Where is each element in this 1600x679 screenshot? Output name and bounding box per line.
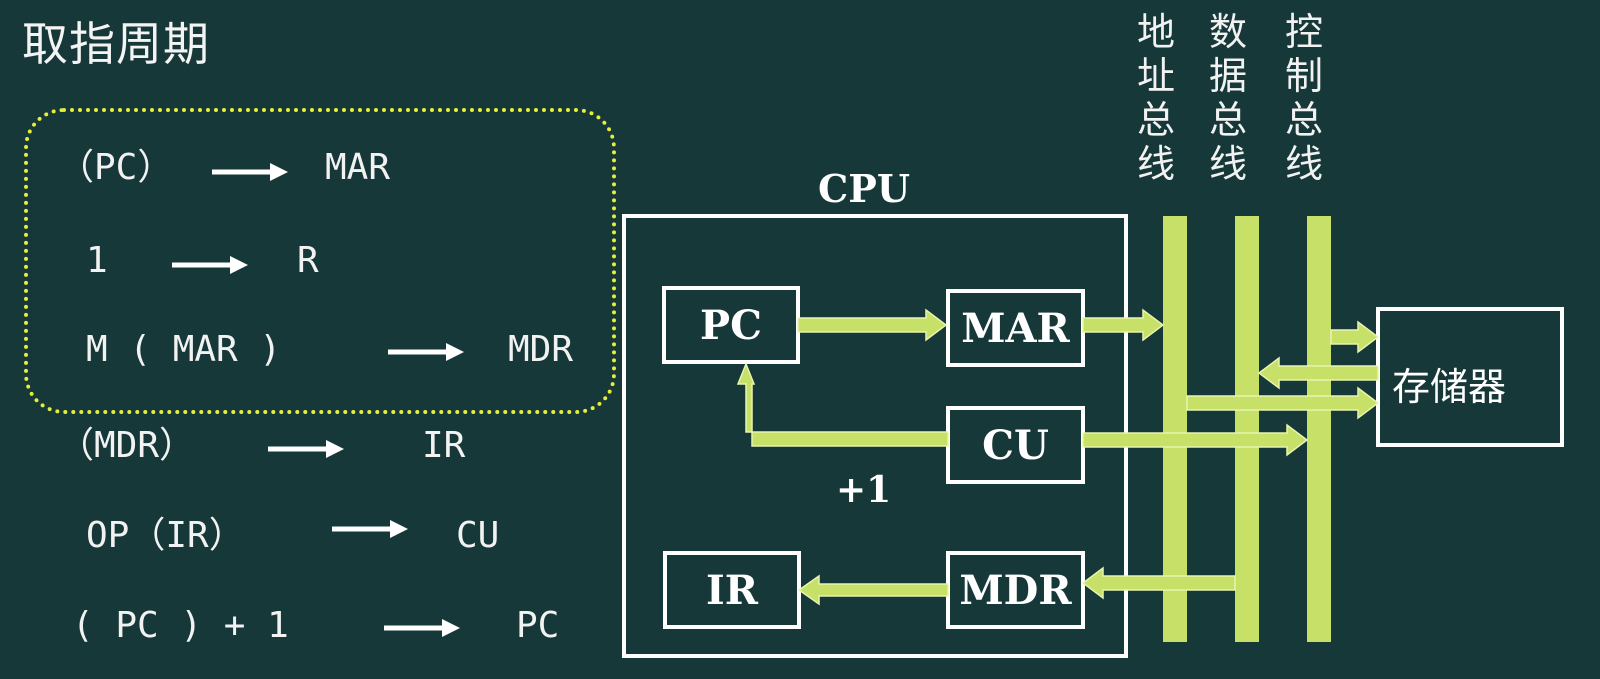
mdr-to-ir-arrow bbox=[797, 574, 949, 606]
step-3-arrow bbox=[388, 343, 464, 361]
step-2-source: 1 bbox=[86, 240, 108, 281]
step-1-target: MAR bbox=[325, 147, 391, 188]
ir-box bbox=[663, 551, 801, 629]
highlight-box bbox=[24, 108, 616, 414]
control-bus bbox=[1307, 216, 1331, 642]
mdr-box bbox=[946, 551, 1085, 629]
cu-to-pc-arrow bbox=[736, 361, 949, 447]
mar-to-address-bus-arrow bbox=[1082, 308, 1165, 342]
page-title: 取指周期 bbox=[22, 17, 210, 71]
mar-label: MAR bbox=[961, 305, 1070, 352]
step-1-arrow bbox=[212, 163, 288, 181]
address-bus bbox=[1163, 216, 1187, 642]
step-2-arrow bbox=[172, 256, 248, 274]
step-6-arrow bbox=[384, 619, 460, 637]
step-5-arrow bbox=[332, 520, 408, 538]
pc-box bbox=[662, 286, 800, 364]
step-6-target: PC bbox=[516, 605, 560, 646]
step-2-target: R bbox=[297, 240, 319, 281]
control-bus-label: 控制总线 bbox=[1284, 10, 1323, 186]
address-bus-label: 地址总线 bbox=[1136, 10, 1175, 186]
data-bus-label: 数据总线 bbox=[1208, 10, 1247, 186]
increment-label: +1 bbox=[836, 469, 892, 511]
step-5-target: CU bbox=[456, 515, 500, 556]
step-3-target: MDR bbox=[508, 329, 574, 370]
address-bus-to-memory-arrow bbox=[1330, 320, 1380, 354]
data-bus bbox=[1235, 216, 1259, 642]
control-bus-to-memory-arrow bbox=[1186, 386, 1380, 420]
data-bus-to-mdr-arrow bbox=[1081, 566, 1236, 600]
step-4-target: IR bbox=[422, 425, 466, 466]
pc-to-mar-arrow bbox=[797, 308, 948, 342]
cu-to-control-bus-arrow bbox=[1082, 423, 1309, 457]
cu-label: CU bbox=[982, 422, 1049, 469]
ir-label: IR bbox=[706, 567, 758, 614]
pc-label: PC bbox=[700, 302, 762, 349]
step-4-source: （MDR） bbox=[58, 425, 196, 466]
step-4-arrow bbox=[268, 440, 344, 458]
mdr-label: MDR bbox=[959, 567, 1072, 614]
memory-to-data-bus-arrow bbox=[1257, 356, 1379, 390]
step-3-source: M ( MAR ) bbox=[86, 329, 282, 370]
memory-box bbox=[1376, 307, 1564, 447]
step-5-source: OP（IR） bbox=[86, 515, 245, 556]
mar-box bbox=[946, 289, 1085, 367]
cpu-label: CPU bbox=[818, 166, 910, 211]
memory-label: 存储器 bbox=[1392, 365, 1507, 409]
step-6-source: ( PC ) + 1 bbox=[72, 605, 289, 646]
step-1-source: （PC） bbox=[58, 147, 174, 188]
